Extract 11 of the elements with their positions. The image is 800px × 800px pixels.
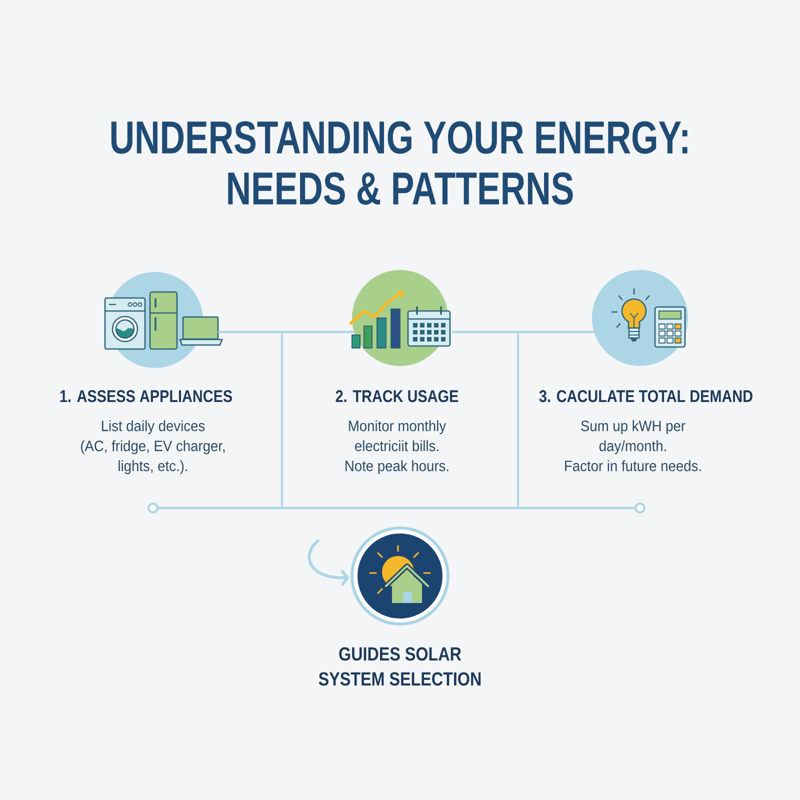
- step-heading: 3. CACULATE TOTAL DEMAND: [539, 390, 752, 402]
- step-description: List daily devices (AC, fridge, EV charger, lights, etc.).: [81, 420, 225, 474]
- step-description: Sum up kWH per day/month. Factor in future needs.: [565, 420, 701, 472]
- curved-arrow: [308, 540, 350, 586]
- step-description: Monitor monthly electriciit bills. Note peak hours.: [346, 420, 448, 474]
- result-heading: GUIDES SOLAR SYSTEM SELECTION: [318, 647, 481, 686]
- connector-line: [452, 330, 596, 334]
- step-heading: 1. ASSESS APPLIANCES: [60, 390, 232, 402]
- step-heading: 2. TRACK USAGE: [336, 390, 458, 402]
- title: UNDERSTANDING YOUR ENERGY: NEEDS & PATTERNS: [111, 121, 688, 205]
- connector-line: [218, 330, 356, 334]
